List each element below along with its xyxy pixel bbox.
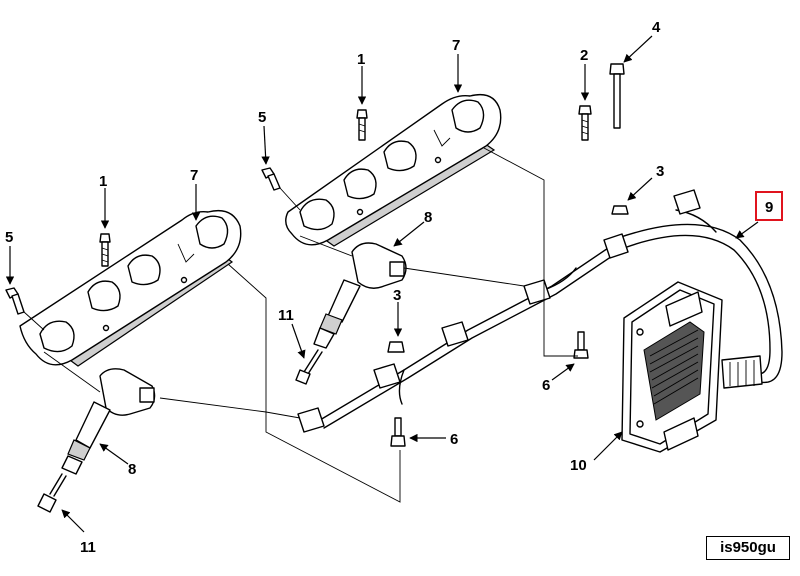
bolt-5-left	[5, 287, 25, 315]
coil-bracket-left	[19, 209, 242, 367]
callout-11-lower: 11	[80, 539, 96, 556]
callout-10: 10	[570, 457, 587, 474]
coil-bracket-right	[285, 93, 502, 247]
callout-3-lower: 3	[393, 287, 401, 304]
wiring-harness	[297, 189, 783, 433]
callout-8-lower: 8	[128, 461, 136, 478]
callout-9: 9	[765, 199, 773, 216]
callout-7-right: 7	[452, 37, 460, 54]
callout-5-right: 5	[258, 109, 266, 126]
bolt-6-right	[573, 331, 589, 359]
callout-1-left: 1	[99, 173, 107, 190]
callout-2: 2	[580, 47, 588, 64]
callout-labels: 1 1 2 3 3 4 5 5 6 6 7 7 8 8 9 10 11 11	[5, 19, 783, 556]
engine-control-module	[621, 281, 723, 453]
callout-6-right: 6	[542, 377, 550, 394]
callout-1-right: 1	[357, 51, 365, 68]
nut-3-upper	[611, 205, 629, 215]
bolt-1-left	[99, 233, 111, 267]
bolt-6-lower	[390, 417, 406, 447]
ignition-coil-upper	[295, 242, 407, 385]
stud-4	[609, 63, 625, 129]
callout-3-upper: 3	[656, 163, 664, 180]
assembly-lines	[23, 147, 578, 503]
bolt-5-right	[261, 167, 281, 191]
nut-3-lower	[387, 341, 405, 353]
callout-4: 4	[652, 19, 661, 36]
bolt-2	[578, 105, 592, 141]
callout-9-highlight-box	[755, 191, 783, 221]
bolt-1-right	[356, 109, 368, 141]
callout-8-upper: 8	[424, 209, 432, 226]
callout-7-left: 7	[190, 167, 198, 184]
callout-leaders	[5, 35, 759, 533]
callout-11-upper: 11	[278, 307, 294, 324]
ignition-coil-lower	[37, 368, 156, 513]
callout-5-left: 5	[5, 229, 13, 246]
callout-6-lower: 6	[450, 431, 458, 448]
image-id-label: is950gu	[706, 536, 790, 560]
